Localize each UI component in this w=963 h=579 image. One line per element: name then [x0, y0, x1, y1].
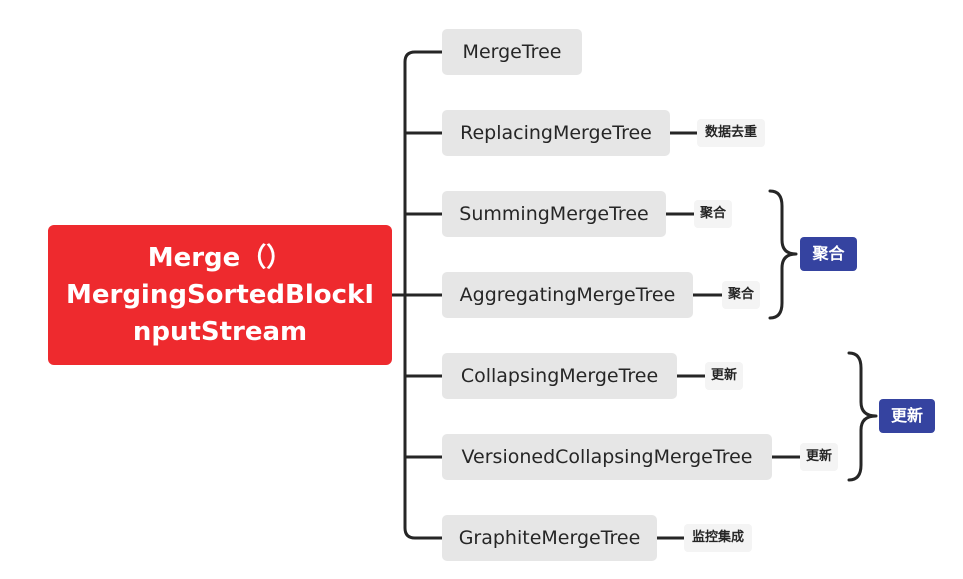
- branch-node-aggregating[interactable]: AggregatingMergeTree: [442, 272, 693, 318]
- group-label-aggregate[interactable]: 聚合: [800, 237, 857, 271]
- branch-node-graphite[interactable]: GraphiteMergeTree: [442, 515, 657, 561]
- group-label-update[interactable]: 更新: [879, 399, 935, 433]
- tag-aggregate-aggregating[interactable]: 聚合: [722, 281, 760, 309]
- branch-node-summing[interactable]: SummingMergeTree: [442, 191, 666, 237]
- root-node[interactable]: Merge（） MergingSortedBlockI nputStream: [48, 225, 392, 365]
- branch-node-versioned-collapsing[interactable]: VersionedCollapsingMergeTree: [442, 434, 772, 480]
- branch-node-mergetree[interactable]: MergeTree: [442, 29, 582, 75]
- branch-node-replacing[interactable]: ReplacingMergeTree: [442, 110, 670, 156]
- root-line-1: Merge（）: [147, 242, 293, 273]
- branch-node-collapsing[interactable]: CollapsingMergeTree: [442, 353, 677, 399]
- group-brace-update: [847, 351, 878, 482]
- tag-aggregate-summing[interactable]: 聚合: [694, 200, 732, 228]
- root-line-3: nputStream: [132, 316, 308, 347]
- tag-monitoring[interactable]: 监控集成: [684, 524, 752, 552]
- group-brace-aggregate: [768, 189, 798, 320]
- root-line-2: MergingSortedBlockI: [65, 279, 375, 310]
- tag-update-collapsing[interactable]: 更新: [705, 362, 743, 390]
- tag-update-versioned[interactable]: 更新: [800, 443, 838, 471]
- tag-dedup[interactable]: 数据去重: [697, 119, 765, 147]
